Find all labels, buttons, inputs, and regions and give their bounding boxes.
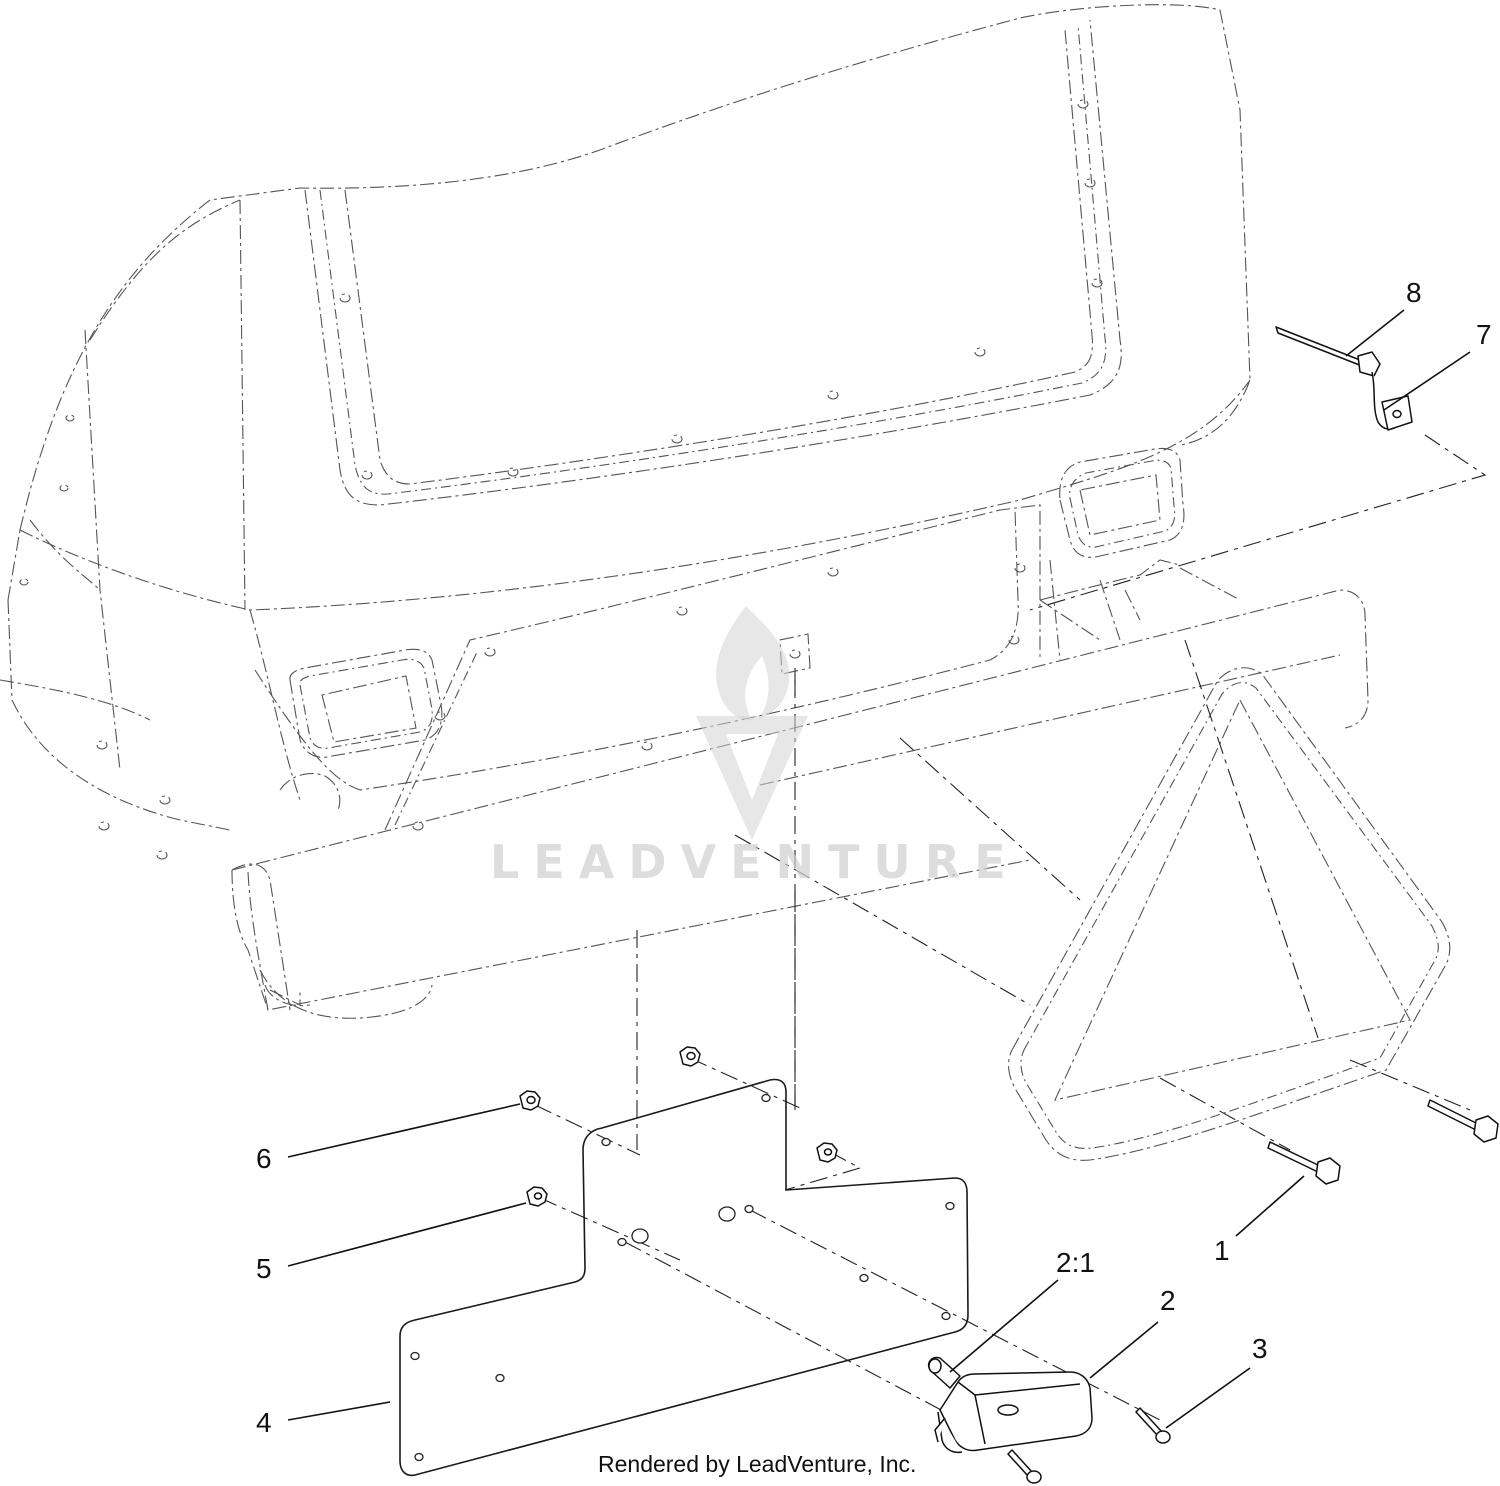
lamp-bulb — [928, 1356, 961, 1389]
screw-right — [1135, 1407, 1171, 1444]
nut-upper-left — [519, 1090, 541, 1111]
callout-6: 6 — [256, 1143, 272, 1174]
render-credit: Rendered by LeadVenture, Inc. — [598, 1451, 916, 1477]
cable-tie-and-clip — [779, 326, 1413, 675]
mounting-bracket — [399, 1078, 969, 1477]
assembly-center-lines — [534, 434, 1487, 1421]
nut-upper-mid — [679, 1046, 701, 1067]
callout-labels: 1 2 2:1 3 4 5 6 7 8 — [256, 277, 1492, 1438]
callout-8: 8 — [1406, 277, 1422, 308]
hardware-bolts — [1267, 1099, 1499, 1185]
phantom-bumper-bar — [231, 567, 1369, 1011]
callout-2: 2 — [1160, 1285, 1176, 1316]
callout-3: 3 — [1252, 1333, 1268, 1364]
phantom-smv-emblem — [1007, 667, 1451, 1161]
bolt-lower — [1267, 1141, 1341, 1185]
watermark-text: LEADVENTURE — [490, 835, 1020, 889]
lamp-screws — [1007, 1407, 1171, 1484]
nut-lower-left — [526, 1186, 548, 1207]
leadventure-watermark: LEADVENTURE — [490, 606, 1020, 889]
phantom-vehicle-body — [0, 4, 1251, 1019]
callout-1: 1 — [1214, 1235, 1230, 1266]
tail-lamp — [934, 1371, 1093, 1454]
flame-logo-icon — [696, 606, 808, 840]
callout-4: 4 — [256, 1407, 272, 1438]
leader-lines — [287, 309, 1471, 1429]
callout-5: 5 — [256, 1253, 272, 1284]
bolt-upper — [1427, 1099, 1499, 1143]
nut-right — [816, 1142, 838, 1163]
callout-7: 7 — [1476, 319, 1492, 350]
body-rivets — [19, 99, 1103, 860]
hardware-nuts — [519, 1046, 838, 1207]
callout-2-1: 2:1 — [1056, 1247, 1095, 1278]
screw-lower — [1007, 1449, 1042, 1484]
